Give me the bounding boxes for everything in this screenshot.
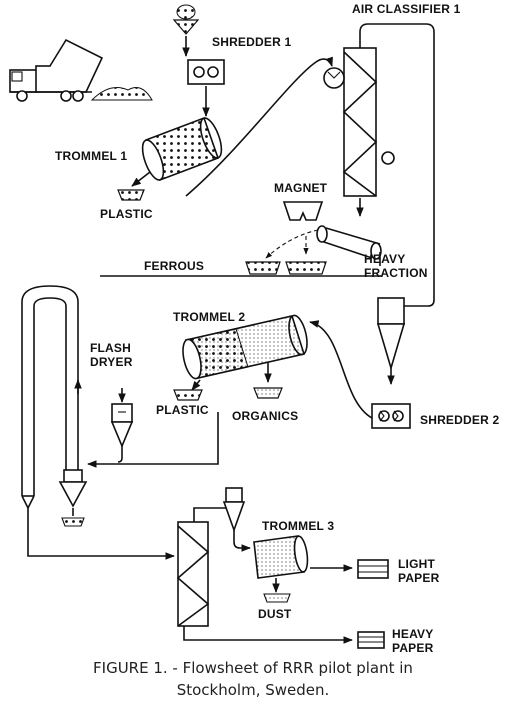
shredder-2-label: SHREDDER 2: [420, 413, 499, 427]
trommel-3-label: TROMMEL 3: [262, 519, 334, 533]
air-classifier-1-label: AIR CLASSIFIER 1: [352, 2, 461, 16]
organics-bin-icon: [253, 387, 283, 399]
magnet-label: MAGNET: [274, 181, 328, 195]
flash-dryer-icon: [21, 285, 79, 510]
plastic-2-label: PLASTIC: [156, 403, 209, 417]
light-paper-stack-icon: [357, 559, 389, 579]
dryer-feeder-icon: [110, 403, 134, 449]
air-classifier-1-icon: [323, 47, 395, 197]
trommel-1-icon: [141, 116, 223, 182]
trommel-2-icon: [182, 314, 308, 380]
cyclone-1-icon: [376, 297, 406, 371]
heavy-fraction-label-1: HEAVY: [364, 252, 405, 266]
caption-line-2: Stockholm, Sweden.: [176, 681, 330, 699]
plastic-2-bin-icon: [173, 389, 203, 401]
conveyor-belt-icon: [316, 225, 382, 260]
organics-label: ORGANICS: [232, 409, 298, 423]
trommel-2-label: TROMMEL 2: [173, 310, 245, 324]
waste-pile-icon: [90, 87, 153, 101]
caption-line-1: FIGURE 1. - Flowsheet of RRR pilot plant…: [93, 659, 413, 677]
shredder-2-icon: [371, 403, 411, 429]
air-classifier-2-icon: [176, 521, 210, 627]
dryer-output-bin-icon: [61, 517, 85, 527]
cyclone-2-icon: [222, 487, 246, 533]
ferrous-label: FERROUS: [144, 259, 204, 273]
trommel-1-label: TROMMEL 1: [55, 149, 127, 163]
flash-dryer-label-1: FLASH: [90, 341, 131, 355]
dust-bin-icon: [263, 593, 291, 603]
shredder-1-label: SHREDDER 1: [212, 35, 291, 49]
feed-hopper-icon: [172, 4, 200, 57]
shredder-1-icon: [187, 59, 225, 85]
plastic-1-bin-icon: [117, 189, 145, 201]
garbage-truck-icon: [9, 38, 104, 102]
ferrous-bin-icon: [245, 261, 327, 275]
light-paper-label-1: LIGHT: [398, 557, 435, 571]
plastic-1-label: PLASTIC: [100, 207, 153, 221]
figure-caption: FIGURE 1. - Flowsheet of RRR pilot plant…: [0, 657, 506, 701]
light-paper-label-2: PAPER: [398, 571, 440, 585]
magnet-icon: [282, 201, 324, 221]
heavy-paper-label-1: HEAVY: [392, 627, 433, 641]
heavy-paper-stack-icon: [357, 631, 385, 649]
heavy-fraction-label-2: FRACTION: [364, 266, 428, 280]
heavy-paper-label-2: PAPER: [392, 641, 434, 655]
trommel-3-icon: [253, 535, 309, 579]
dust-label: DUST: [258, 607, 292, 621]
dryer-cyclone-icon: [58, 469, 88, 508]
flash-dryer-label-2: DRYER: [90, 355, 133, 369]
